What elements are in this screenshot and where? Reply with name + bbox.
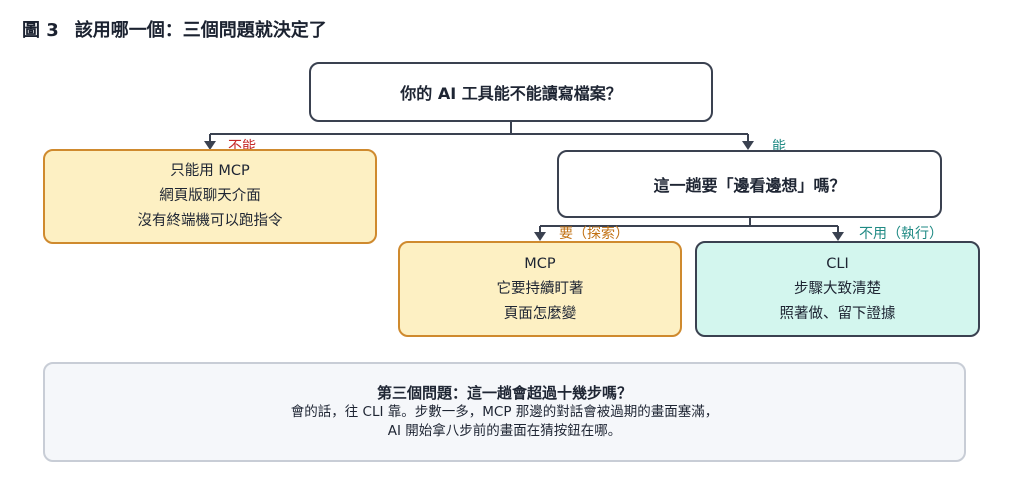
mcp-choice-box: MCP 它要持續盯著 頁面怎麼變 bbox=[398, 241, 682, 337]
arrow-to-execute bbox=[832, 232, 844, 241]
cli-choice-line-1: CLI bbox=[826, 255, 849, 272]
note-line-1: 會的話，往 CLI 靠。步數一多，MCP 那邊的對話會被過期的畫面塞滿， bbox=[290, 404, 719, 420]
cli-choice-line-2: 步驟大致清楚 bbox=[794, 280, 881, 297]
third-question-note: 第三個問題：這一趟會超過十幾步嗎？ 會的話，往 CLI 靠。步數一多，MCP 那… bbox=[43, 362, 966, 462]
note-title: 第三個問題：這一趟會超過十幾步嗎？ bbox=[376, 384, 632, 402]
arrow-to-yes-branch bbox=[742, 141, 754, 150]
root-question-text: 你的 AI 工具能不能讀寫檔案？ bbox=[400, 84, 622, 103]
mcp-only-line-2: 網頁版聊天介面 bbox=[159, 188, 261, 204]
arrow-to-explore bbox=[534, 232, 546, 241]
cli-choice-line-3: 照著做、留下證據 bbox=[779, 305, 896, 322]
mcp-only-line-1: 只能用 MCP bbox=[170, 163, 250, 179]
mcp-choice-line-1: MCP bbox=[524, 255, 556, 272]
mcp-only-line-3: 沒有終端機可以跑指令 bbox=[137, 213, 283, 229]
figure-caption: 該用哪一個：三個問題就決定了 bbox=[74, 20, 327, 41]
second-question-box: 這一趟要「邊看邊想」嗎？ bbox=[557, 150, 942, 218]
second-question-text: 這一趟要「邊看邊想」嗎？ bbox=[653, 176, 846, 195]
arrow-to-no-branch bbox=[204, 141, 216, 150]
figure-title: 圖 3 該用哪一個：三個問題就決定了 bbox=[22, 16, 327, 42]
note-line-2: AI 開始拿八步前的畫面在猜按鈕在哪。 bbox=[387, 423, 622, 439]
mcp-only-box: 只能用 MCP 網頁版聊天介面 沒有終端機可以跑指令 bbox=[43, 149, 377, 244]
cli-choice-box: CLI 步驟大致清楚 照著做、留下證據 bbox=[695, 241, 980, 337]
figure-number: 圖 3 bbox=[22, 20, 59, 41]
mcp-choice-line-2: 它要持續盯著 bbox=[496, 280, 584, 297]
root-question-box: 你的 AI 工具能不能讀寫檔案？ bbox=[309, 62, 713, 122]
explore-label: 要（探索） bbox=[559, 226, 629, 242]
execute-label: 不用（執行） bbox=[859, 226, 943, 242]
mcp-choice-line-3: 頁面怎麼變 bbox=[503, 305, 577, 322]
